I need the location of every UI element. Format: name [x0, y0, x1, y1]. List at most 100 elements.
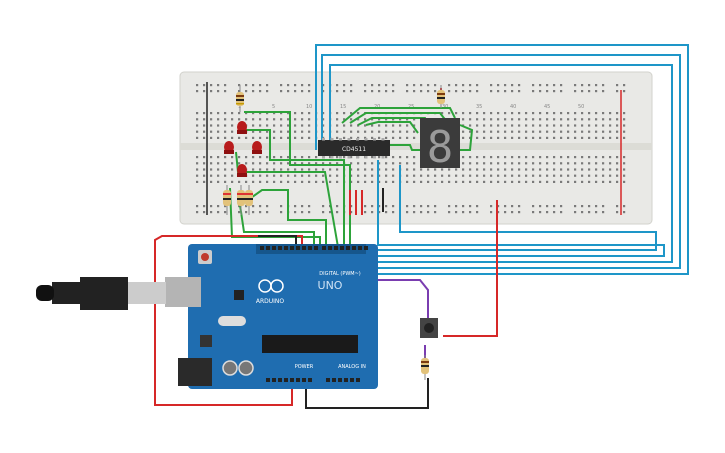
resistors	[223, 85, 445, 380]
breadboard-hole	[308, 130, 311, 133]
breadboard-hole	[350, 130, 353, 133]
header-pin[interactable]	[344, 378, 348, 382]
breadboard-hole	[406, 205, 409, 208]
breadboard-hole	[462, 168, 465, 171]
breadboard-hole	[588, 112, 591, 115]
breadboard-hole	[259, 136, 262, 139]
breadboard-hole	[259, 112, 262, 115]
breadboard-hole	[399, 136, 402, 139]
breadboard-hole	[322, 124, 325, 127]
breadboard-hole	[602, 84, 605, 87]
header-pin[interactable]	[266, 378, 270, 382]
breadboard-hole	[196, 112, 199, 115]
breadboard-hole	[490, 84, 493, 87]
arduino-uno-board: DIGITAL (PWM~) ARDUINO UNO POWER ANALOG …	[165, 244, 378, 389]
breadboard-hole	[427, 205, 430, 208]
header-pin[interactable]	[272, 378, 276, 382]
breadboard-hole	[476, 112, 479, 115]
breadboard-hole	[259, 168, 262, 171]
header-pin[interactable]	[296, 246, 300, 250]
breadboard-hole	[462, 174, 465, 177]
breadboard-hole	[378, 205, 381, 208]
header-pin[interactable]	[284, 378, 288, 382]
breadboard-hole	[623, 162, 626, 165]
header-pin[interactable]	[340, 246, 344, 250]
breadboard-hole	[406, 136, 409, 139]
header-pin[interactable]	[296, 378, 300, 382]
capacitor-1	[222, 360, 238, 376]
breadboard-hole	[385, 124, 388, 127]
breadboard-hole	[560, 180, 563, 183]
breadboard-hole	[364, 84, 367, 87]
header-pin[interactable]	[314, 246, 318, 250]
breadboard-hole	[441, 180, 444, 183]
breadboard-hole	[434, 205, 437, 208]
header-pin[interactable]	[272, 246, 276, 250]
header-pin[interactable]	[326, 378, 330, 382]
breadboard-hole	[336, 168, 339, 171]
breadboard-hole	[581, 162, 584, 165]
header-pin[interactable]	[346, 246, 350, 250]
header-pin[interactable]	[308, 378, 312, 382]
breadboard-hole	[609, 156, 612, 159]
header-pin[interactable]	[364, 246, 368, 250]
breadboard-hole	[280, 180, 283, 183]
breadboard-hole	[560, 156, 563, 159]
breadboard-hole	[210, 211, 213, 214]
breadboard-hole	[301, 130, 304, 133]
breadboard-hole	[301, 118, 304, 121]
breadboard-hole	[581, 130, 584, 133]
breadboard-hole	[322, 90, 325, 93]
breadboard-hole	[455, 90, 458, 93]
header-pin[interactable]	[260, 246, 264, 250]
header-pin[interactable]	[356, 378, 360, 382]
chip-pin	[381, 156, 385, 159]
breadboard-hole	[371, 211, 374, 214]
header-pin[interactable]	[266, 246, 270, 250]
breadboard-hole	[420, 174, 423, 177]
breadboard-hole	[294, 118, 297, 121]
crystal	[218, 316, 246, 326]
header-pin[interactable]	[278, 378, 282, 382]
header-pin[interactable]	[302, 378, 306, 382]
breadboard-hole	[588, 156, 591, 159]
header-pin[interactable]	[358, 246, 362, 250]
breadboard-hole	[266, 168, 269, 171]
header-pin[interactable]	[352, 246, 356, 250]
header-pin[interactable]	[332, 378, 336, 382]
breadboard-hole	[217, 180, 220, 183]
breadboard-hole	[238, 162, 241, 165]
header-pin[interactable]	[334, 246, 338, 250]
breadboard-hole	[308, 118, 311, 121]
breadboard-hole	[532, 84, 535, 87]
breadboard-hole	[280, 130, 283, 133]
breadboard-hole	[224, 90, 227, 93]
header-pin[interactable]	[350, 378, 354, 382]
breadboard-hole	[322, 180, 325, 183]
pushbutton[interactable]	[420, 318, 438, 338]
breadboard-hole	[259, 174, 262, 177]
breadboard-hole	[308, 211, 311, 214]
header-pin[interactable]	[338, 378, 342, 382]
header-pin[interactable]	[290, 246, 294, 250]
breadboard-hole	[196, 118, 199, 121]
header-pin[interactable]	[290, 378, 294, 382]
seven-segment-display: 8	[420, 118, 460, 173]
breadboard-hole	[224, 84, 227, 87]
breadboard-hole	[462, 211, 465, 214]
header-pin[interactable]	[302, 246, 306, 250]
breadboard-hole	[252, 174, 255, 177]
breadboard-hole	[560, 168, 563, 171]
breadboard-hole	[518, 130, 521, 133]
header-pin[interactable]	[308, 246, 312, 250]
header-pin[interactable]	[322, 246, 326, 250]
header-pin[interactable]	[328, 246, 332, 250]
header-pin[interactable]	[278, 246, 282, 250]
breadboard-hole	[469, 90, 472, 93]
breadboard-hole	[294, 162, 297, 165]
breadboard-hole	[448, 211, 451, 214]
header-pin[interactable]	[284, 246, 288, 250]
breadboard-hole	[385, 156, 388, 159]
breadboard-hole	[364, 118, 367, 121]
digital-headers	[260, 246, 368, 250]
